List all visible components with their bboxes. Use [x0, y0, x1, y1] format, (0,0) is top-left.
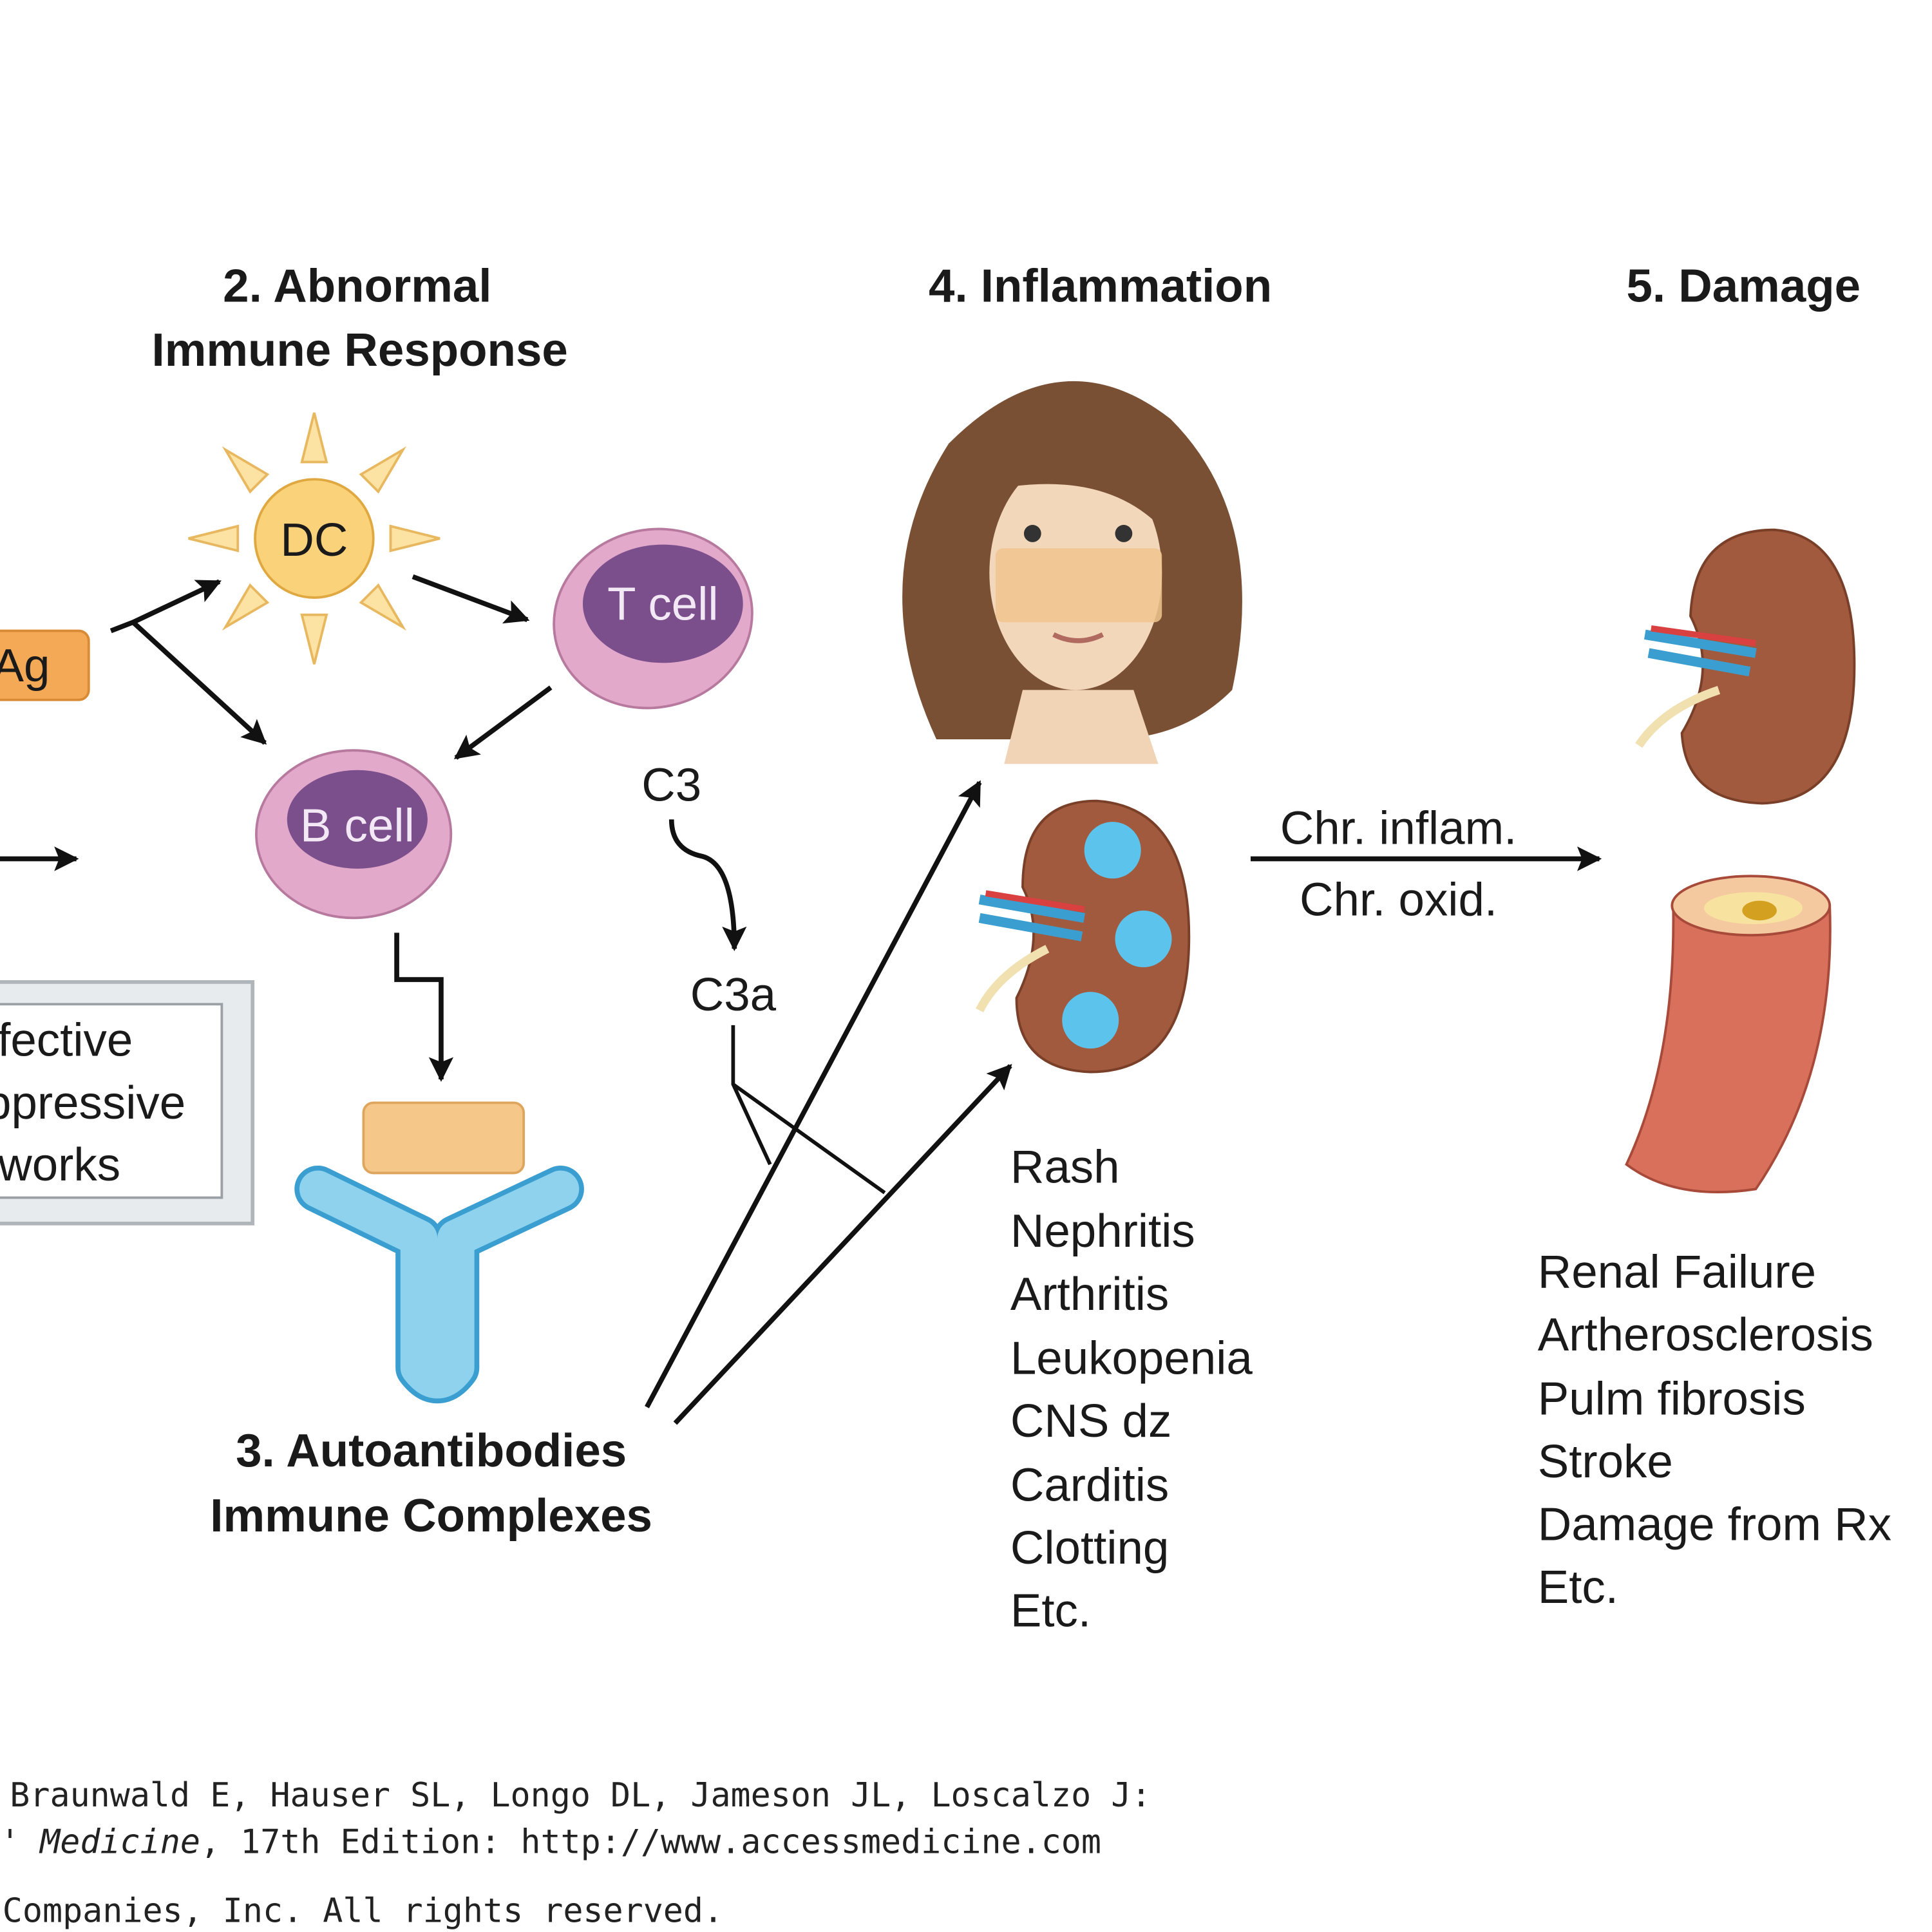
svg-text:Nephritis: Nephritis [1010, 1205, 1195, 1257]
svg-text:Stroke: Stroke [1538, 1435, 1673, 1488]
c3-label: C3 [641, 759, 701, 811]
dendritic-cell-icon: DC [188, 412, 440, 665]
patient-face-illustration [902, 381, 1242, 764]
regulatory-networks-box: fective ppressive tworks [0, 980, 255, 1226]
t-cell-icon: T cell [553, 527, 753, 710]
svg-text:Arthritis: Arthritis [1010, 1268, 1169, 1320]
malar-rash [995, 548, 1162, 623]
bound-antigen [362, 1101, 526, 1175]
svg-text:Leukopenia: Leukopenia [1010, 1332, 1253, 1384]
svg-text:Clotting: Clotting [1010, 1522, 1169, 1574]
heading-step2-line1: 2. Abnormal [223, 260, 491, 312]
heading-step4: 4. Inflammation [929, 260, 1272, 312]
svg-text:Etc.: Etc. [1010, 1585, 1091, 1637]
c3a-label: C3a [690, 969, 777, 1021]
svg-text:fective: fective [0, 1014, 133, 1066]
chronic-oxidation-label: Chr. oxid. [1300, 874, 1497, 926]
svg-text:ppressive: ppressive [0, 1077, 185, 1129]
svg-text:Pulm fibrosis: Pulm fibrosis [1538, 1372, 1806, 1425]
svg-text:Damage from Rx: Damage from Rx [1538, 1499, 1891, 1551]
svg-text:Companies, Inc. All rights res: Companies, Inc. All rights reserved. [3, 1892, 723, 1931]
chronic-inflammation-label: Chr. inflam. [1280, 802, 1517, 855]
activation-arrows [0, 574, 553, 1082]
svg-text:tworks: tworks [0, 1139, 120, 1191]
heading-step5: 5. Damage [1626, 260, 1861, 312]
dc-label: DC [280, 514, 348, 566]
heading-step3-line2: Immune Complexes [210, 1490, 652, 1542]
damaged-kidney-icon [1635, 528, 1856, 805]
svg-text:Rash: Rash [1010, 1141, 1120, 1193]
b-cell-icon: B cell [255, 749, 453, 920]
svg-text:Etc.: Etc. [1538, 1561, 1618, 1613]
antigen-box: Ag [0, 629, 90, 701]
citation-footer: Braunwald E, Hauser SL, Longo DL, Jameso… [0, 1776, 1151, 1931]
svg-text:Renal Failure: Renal Failure [1538, 1245, 1816, 1298]
t-cell-label: T cell [607, 578, 718, 630]
c3-cleavage-arrow [668, 819, 747, 952]
artery-icon [1625, 875, 1832, 1193]
b-cell-label: B cell [300, 800, 415, 852]
inflammation-list: Rash Nephritis Arthritis Leukopenia CNS … [1010, 1141, 1253, 1637]
antibody-icon [294, 1101, 584, 1403]
svg-text:Braunwald E, Hauser SL, Longo: Braunwald E, Hauser SL, Longo DL, Jameso… [10, 1776, 1151, 1815]
heading-step2-line2: Immune Response [152, 324, 568, 376]
svg-text:Carditis: Carditis [1010, 1459, 1169, 1511]
heading-step3-line1: 3. Autoantibodies [236, 1425, 627, 1477]
c3a-connector [731, 1025, 886, 1195]
svg-text:CNS dz: CNS dz [1010, 1395, 1171, 1447]
svg-text:Ag: Ag [0, 639, 50, 692]
svg-text:' Medicine, 17th Edition: http: ' Medicine, 17th Edition: http://www.acc… [0, 1823, 1101, 1862]
immune-complex-arrows [645, 780, 1012, 1425]
svg-text:Artherosclerosis: Artherosclerosis [1538, 1309, 1873, 1361]
damage-list: Renal Failure Artherosclerosis Pulm fibr… [1538, 1245, 1891, 1613]
inflamed-kidney-icon [976, 799, 1191, 1074]
